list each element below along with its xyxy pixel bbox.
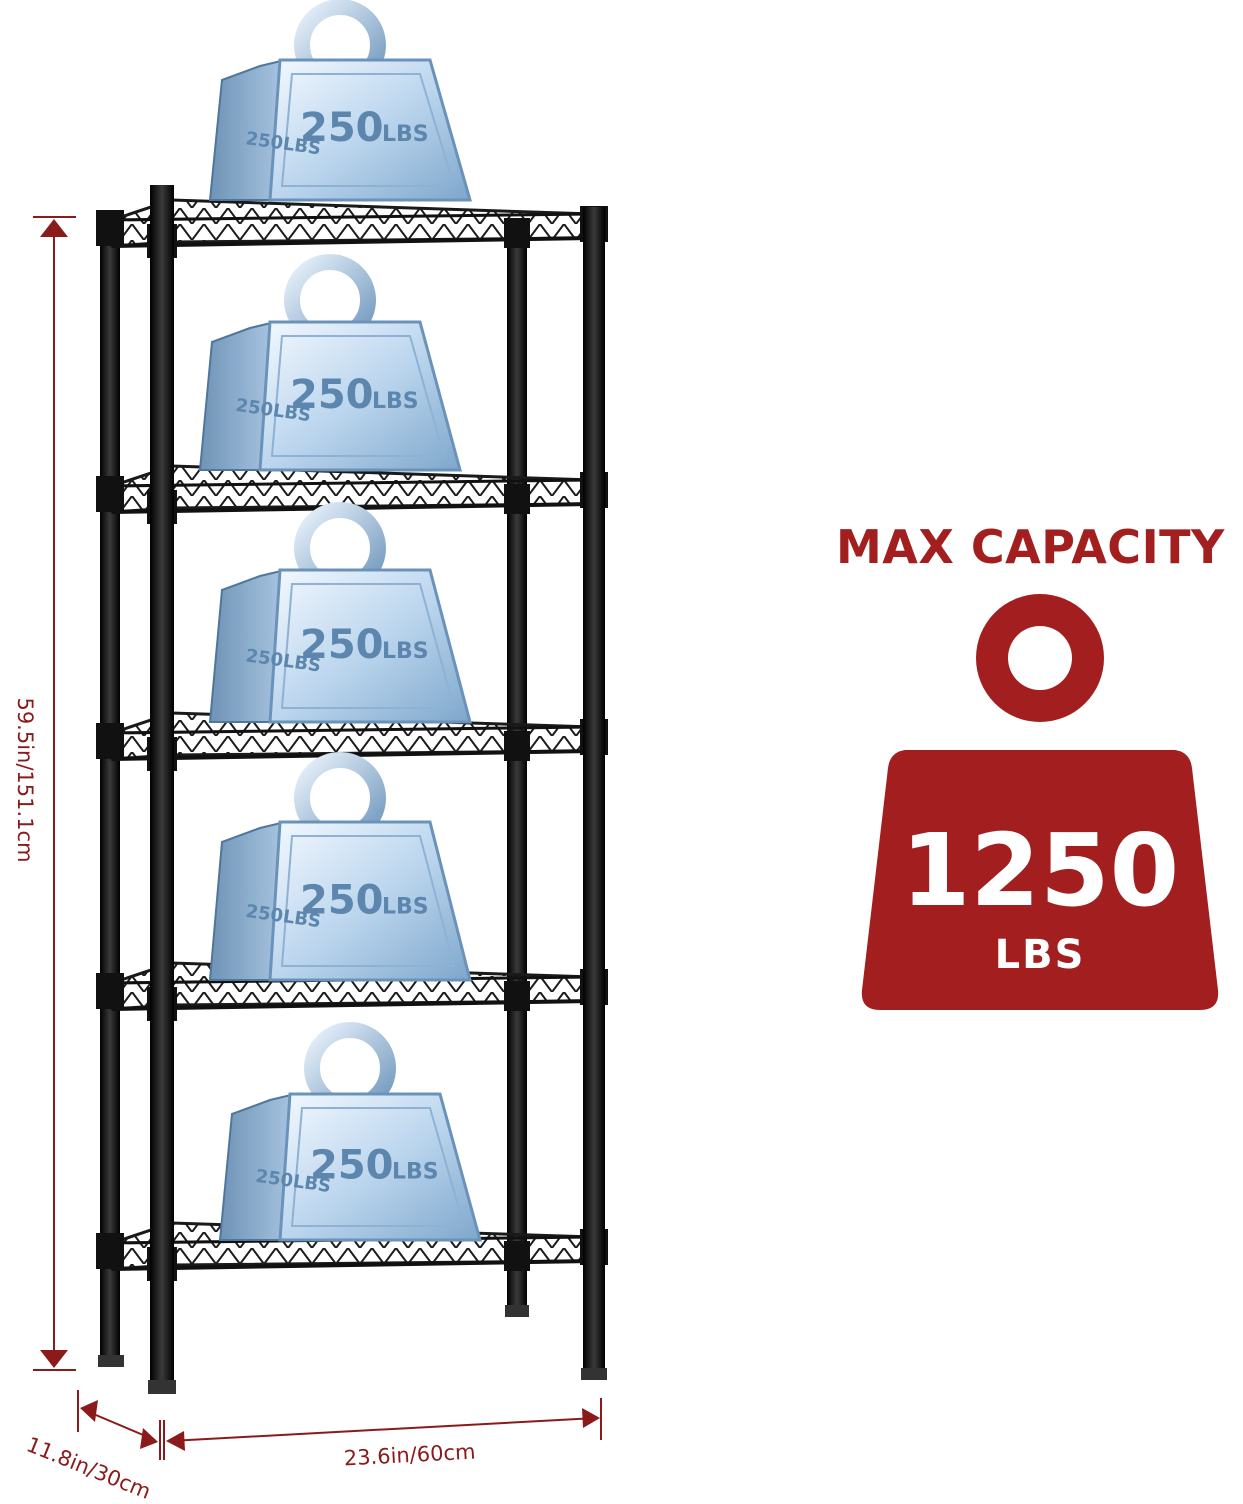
foot: [148, 1380, 176, 1394]
capacity-unit: LBS: [995, 932, 1086, 978]
weight-unit: LBS: [382, 639, 429, 664]
capacity-value: 1250: [901, 812, 1179, 929]
arrow-up-icon: [40, 219, 68, 237]
weight-unit: LBS: [382, 122, 429, 147]
height-label: 59.5in/151.1cm: [13, 697, 37, 862]
weights: 250LBS250LBS250LBS250LBS250LBS250LBS250L…: [198, 0, 482, 1242]
weight-unit: LBS: [372, 389, 419, 414]
foot: [98, 1355, 124, 1367]
depth-dimension: 11.8in/30cm: [23, 1390, 161, 1504]
weight-value: 250: [310, 1143, 394, 1189]
weight-value: 250: [300, 878, 384, 924]
weight-unit: LBS: [392, 1160, 439, 1185]
weight-value: 250: [300, 105, 384, 151]
foot: [505, 1305, 529, 1317]
front-right-post: [583, 207, 605, 1377]
weight-unit: LBS: [382, 895, 429, 920]
capacity-title: MAX CAPACITY: [836, 520, 1225, 574]
capacity-weight-icon: 1250 LBS: [861, 594, 1219, 1010]
back-left-post: [100, 215, 120, 1365]
front-left-post: [150, 185, 174, 1385]
foot: [581, 1368, 607, 1380]
arrow-down-icon: [40, 1350, 68, 1368]
depth-label: 11.8in/30cm: [23, 1432, 154, 1500]
height-dimension: 59.5in/151.1cm: [13, 216, 76, 1371]
weight-value: 250: [290, 372, 374, 418]
width-label: 23.6in/60cm: [343, 1440, 476, 1471]
back-right-post: [507, 240, 527, 1310]
width-dimension: 23.6in/60cm: [163, 1398, 602, 1471]
weight-value: 250: [300, 622, 384, 668]
